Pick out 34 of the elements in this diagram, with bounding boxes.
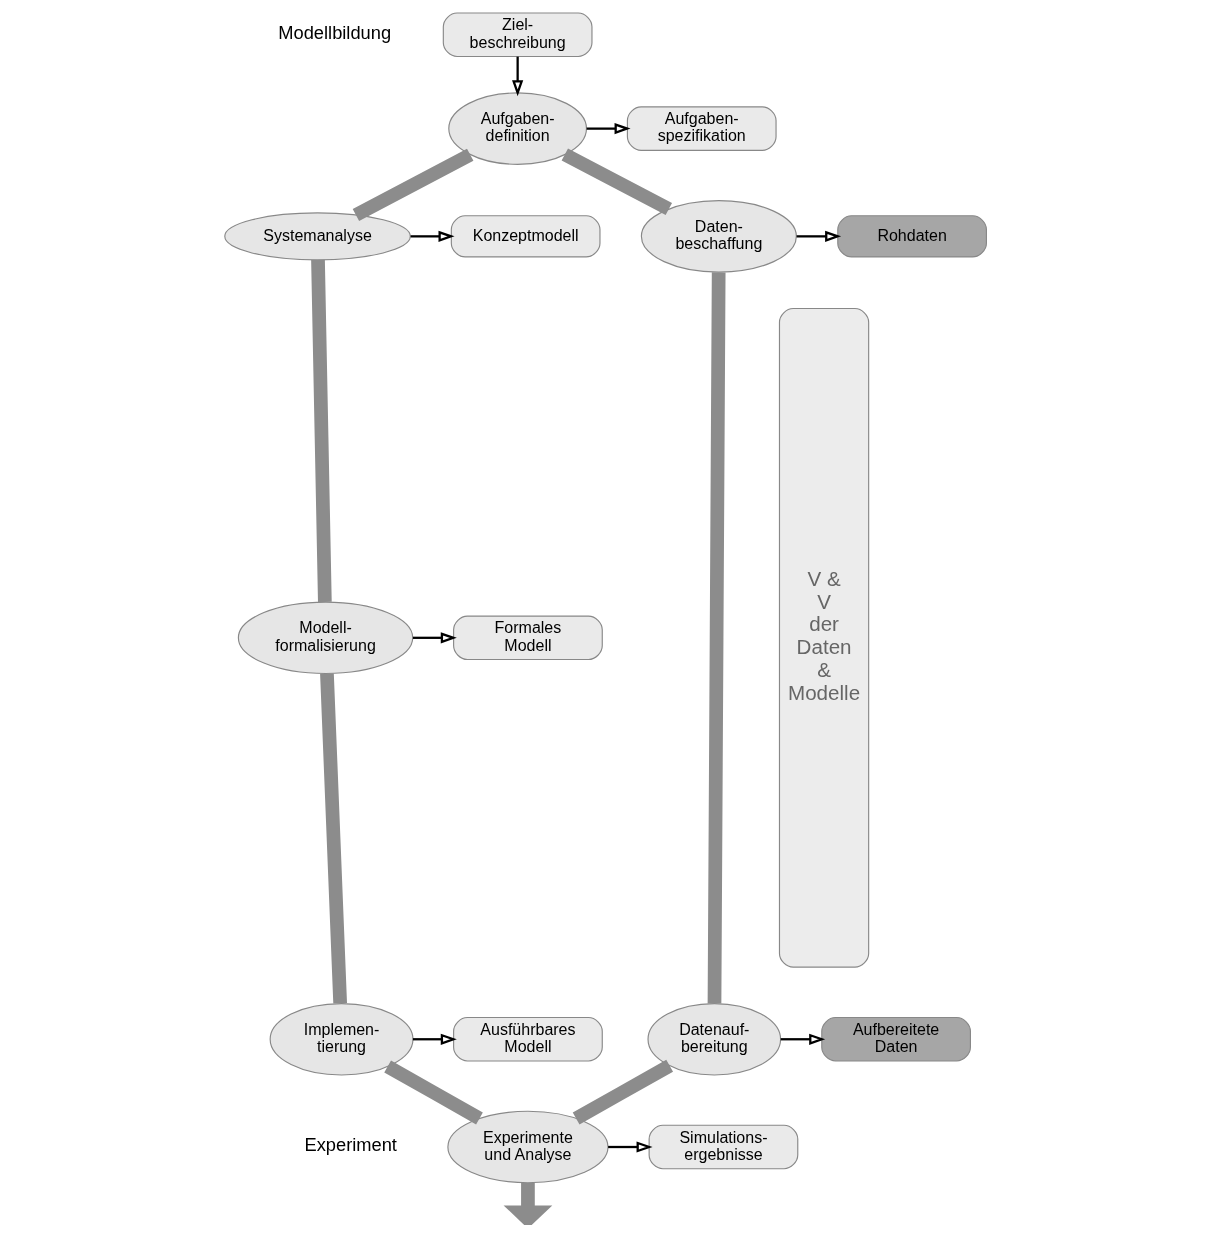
connector xyxy=(319,673,347,1004)
node-box: Aufbereitete Daten xyxy=(820,1016,971,1062)
node-box: V & V der Daten & Modelle xyxy=(778,307,869,968)
arrow xyxy=(412,632,457,644)
label: Modellbildung xyxy=(277,22,391,44)
arrow xyxy=(511,56,523,97)
connector xyxy=(572,1059,673,1125)
arrow xyxy=(780,1033,825,1045)
connector xyxy=(310,259,332,603)
connector xyxy=(352,148,473,222)
node-box: Formales Modell xyxy=(452,615,603,661)
node-ellipse: Systemanalyse xyxy=(223,212,411,261)
node-ellipse: Datenauf- bereitung xyxy=(646,1002,781,1076)
node-ellipse: Modell- formalisierung xyxy=(237,601,413,675)
node-box: Konzeptmodell xyxy=(450,215,601,258)
node-box: Ausführbares Modell xyxy=(452,1016,603,1062)
label: Experiment xyxy=(303,1134,397,1156)
node-box: Rohdaten xyxy=(836,215,987,258)
arrow xyxy=(410,230,455,242)
node-box: Ziel- beschreibung xyxy=(442,12,593,58)
node-box: Aufgaben- spezifikation xyxy=(626,106,777,151)
node-ellipse: Experimente und Analyse xyxy=(446,1110,609,1184)
node-box: Simulations- ergebnisse xyxy=(648,1124,798,1170)
arrow xyxy=(796,230,841,242)
node-ellipse: Daten- beschaffung xyxy=(640,200,797,273)
arrow xyxy=(586,123,631,135)
arrow xyxy=(607,1141,653,1153)
arrow xyxy=(503,1182,552,1225)
connector xyxy=(383,1060,483,1125)
connector xyxy=(707,272,726,1004)
node-ellipse: Aufgaben- definition xyxy=(447,92,587,165)
connector xyxy=(561,148,672,216)
node-ellipse: Implemen- tierung xyxy=(269,1002,414,1076)
arrow xyxy=(412,1033,457,1045)
